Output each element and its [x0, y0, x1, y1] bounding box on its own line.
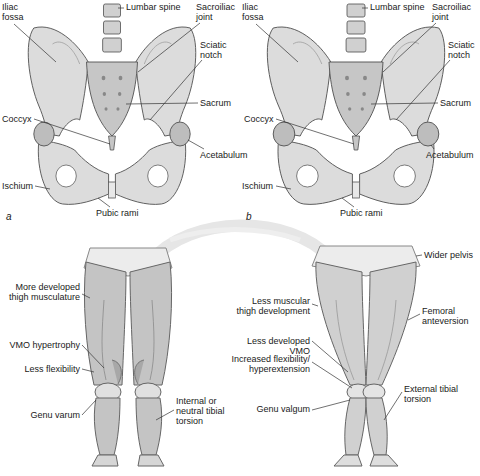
- part-label: Less flexibility: [2, 364, 80, 374]
- part-label: Genu valgum: [220, 404, 310, 414]
- part-label: Iliac fossa: [242, 2, 272, 22]
- part-label: Coccyx: [2, 114, 38, 124]
- figure-letter: a: [6, 212, 16, 222]
- part-label: Less muscular thigh development: [230, 296, 310, 316]
- part-label: Lumbar spine: [126, 2, 186, 12]
- part-label: Less developed VMO: [230, 336, 310, 356]
- part-label: Genu varum: [2, 410, 80, 420]
- part-label: Acetabulum: [426, 150, 476, 160]
- part-label: Pubic rami: [340, 208, 390, 218]
- part-label: VMO hypertrophy: [2, 340, 80, 350]
- part-label: Coccyx: [244, 114, 278, 124]
- part-label: Increased flexibility/ hyperextension: [216, 354, 310, 374]
- figure-letter: b: [246, 212, 256, 222]
- part-label: Internal or neutral tibial torsion: [176, 396, 234, 426]
- part-label: Lumbar spine: [370, 2, 430, 12]
- leader-lines: [14, 8, 450, 420]
- part-label: Sacroiliac joint: [432, 2, 478, 22]
- part-label: Sciatic notch: [448, 40, 478, 60]
- part-label: Femoral anteversion: [422, 306, 474, 326]
- part-label: More developed thigh musculature: [2, 282, 80, 302]
- part-label: Sacrum: [440, 98, 476, 108]
- part-label: Ischium: [2, 181, 38, 191]
- part-label: External tibial torsion: [404, 384, 470, 404]
- part-label: Sciatic notch: [200, 40, 236, 60]
- part-label: Iliac fossa: [2, 2, 32, 22]
- part-label: Sacrum: [200, 98, 240, 108]
- part-label: Acetabulum: [200, 150, 250, 160]
- part-label: Sacroiliac joint: [196, 2, 242, 22]
- part-label: Pubic rami: [96, 208, 146, 218]
- part-label: Wider pelvis: [424, 250, 476, 260]
- part-label: Ischium: [242, 181, 276, 191]
